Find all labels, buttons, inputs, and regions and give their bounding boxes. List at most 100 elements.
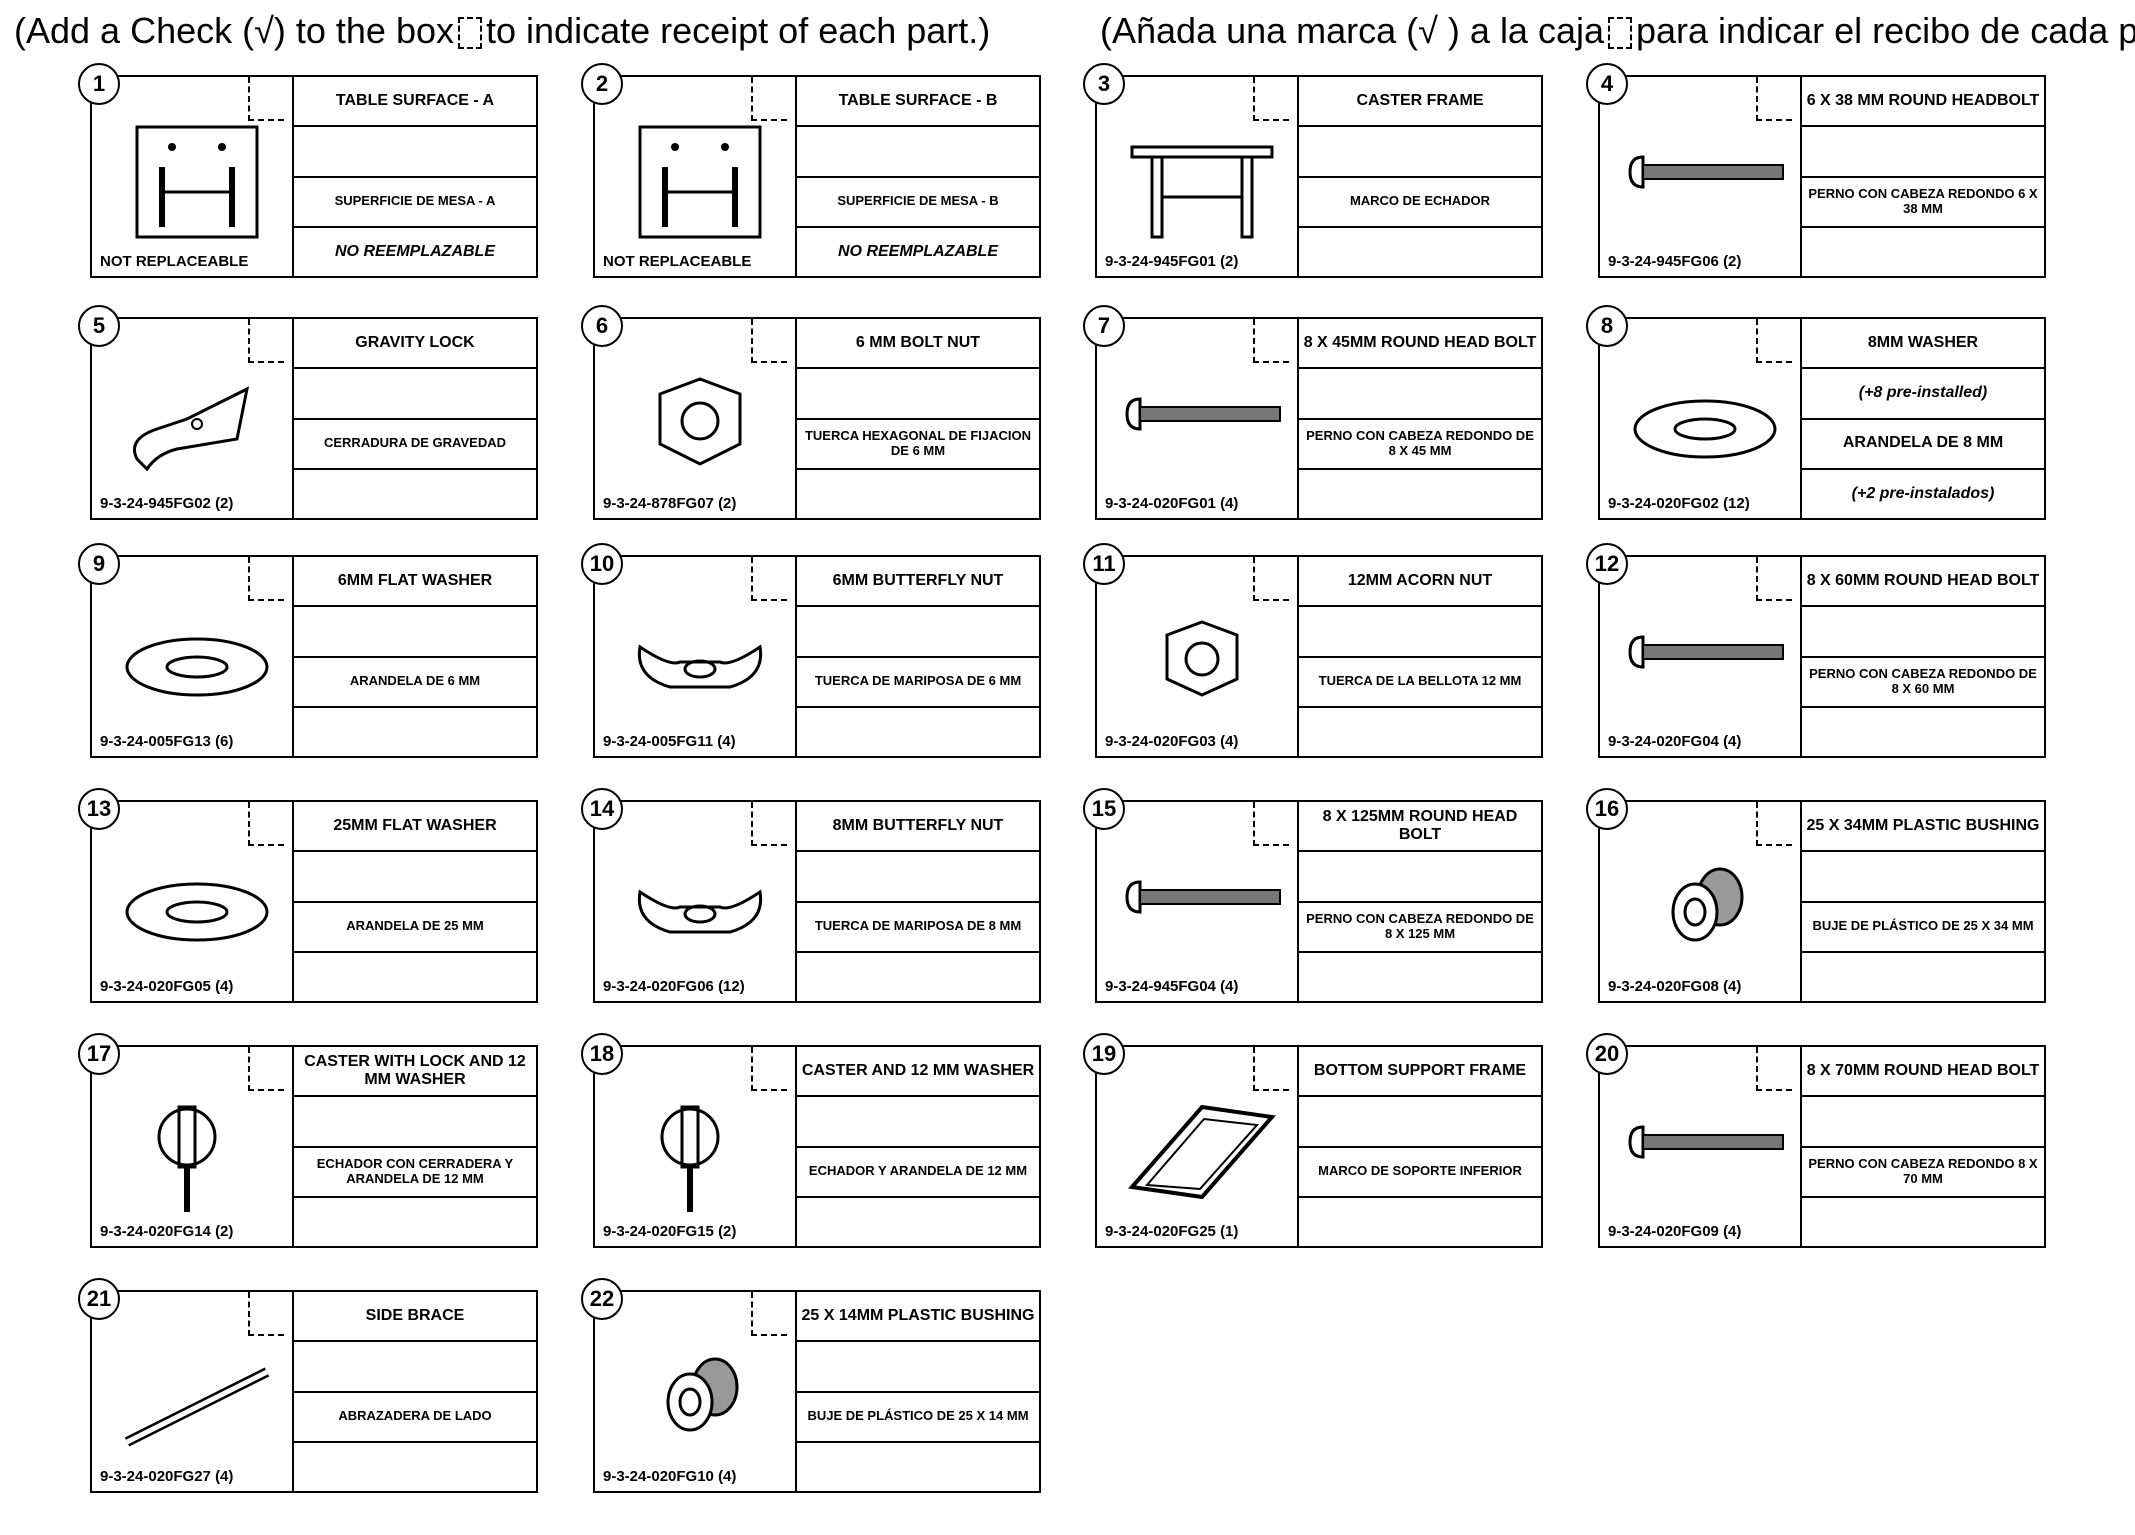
part-number: 21 [78, 1278, 120, 1320]
blank-cell [1299, 708, 1541, 756]
receipt-checkbox[interactable] [1253, 1047, 1289, 1091]
part-note: (+2 pre-instalados) [1851, 484, 1995, 502]
english-instruction-start: (Add a Check (√) [14, 10, 286, 51]
receipt-checkbox[interactable] [248, 557, 284, 601]
receipt-checkbox[interactable] [751, 1047, 787, 1091]
part-name-spanish: ABRAZADERA DE LADO [294, 1393, 536, 1443]
blank-cell [1299, 1198, 1541, 1246]
receipt-checkbox[interactable] [1253, 77, 1289, 121]
receipt-checkbox[interactable] [751, 77, 787, 121]
part-name-spanish: SUPERFICIE DE MESA - A [294, 178, 536, 228]
receipt-checkbox[interactable] [248, 1292, 284, 1336]
part-number: 9 [78, 543, 120, 585]
english-instruction-end: to indicate receipt of each part.) [486, 10, 991, 51]
part-code: 9-3-24-020FG10 (4) [603, 1468, 737, 1485]
receipt-checkbox[interactable] [1756, 802, 1792, 846]
receipt-checkbox[interactable] [751, 1292, 787, 1336]
blank-cell [294, 953, 536, 1001]
blank-cell [1802, 708, 2044, 756]
blank-cell [1802, 953, 2044, 1001]
receipt-checkbox[interactable] [248, 802, 284, 846]
part-name-spanish: BUJE DE PLÁSTICO DE 25 X 34 MM [1802, 903, 2044, 953]
spanish-instruction-end: para indicar el recibo de cada pieza.) [1636, 10, 2135, 51]
blank-cell [1802, 607, 2044, 658]
receipt-checkbox[interactable] [1756, 557, 1792, 601]
part-code: 9-3-24-878FG07 (2) [603, 495, 737, 512]
caster-frame-icon [1122, 127, 1282, 239]
receipt-checkbox[interactable] [751, 802, 787, 846]
blank-cell [294, 369, 536, 420]
caster-icon [620, 1097, 780, 1212]
part-code: 9-3-24-020FG09 (4) [1608, 1223, 1742, 1240]
part-code: 9-3-24-020FG05 (4) [100, 978, 234, 995]
receipt-checkbox[interactable] [248, 77, 284, 121]
bushing-icon [1625, 852, 1785, 962]
part-code: 9-3-24-020FG14 (2) [100, 1223, 234, 1240]
part-code: 9-3-24-020FG08 (4) [1608, 978, 1742, 995]
receipt-checkbox[interactable] [1756, 1047, 1792, 1091]
receipt-checkbox[interactable] [248, 1047, 284, 1091]
receipt-checkbox[interactable] [1253, 319, 1289, 363]
side-brace-icon [117, 1342, 277, 1452]
part-name-spanish: CERRADURA DE GRAVEDAD [294, 420, 536, 470]
part-illustration-panel: 20 9-3-24-020FG09 (4) [1586, 1033, 1800, 1246]
receipt-checkbox[interactable] [248, 319, 284, 363]
blank-cell [1299, 1097, 1541, 1148]
table-surface-icon [117, 125, 277, 239]
receipt-checkbox[interactable] [1756, 319, 1792, 363]
part-name-spanish: TUERCA DE MARIPOSA DE 8 MM [797, 903, 1039, 953]
part-name-english: 6 MM BOLT NUT [797, 319, 1039, 370]
part-name-english: 8 X 125MM ROUND HEAD BOLT [1299, 802, 1541, 853]
receipt-checkbox[interactable] [1253, 557, 1289, 601]
receipt-checkbox[interactable] [1253, 802, 1289, 846]
part-number: 19 [1083, 1033, 1125, 1075]
part-name-spanish: ARANDELA DE 25 MM [294, 903, 536, 953]
blank-cell [797, 607, 1039, 658]
table-surface-icon [620, 125, 780, 239]
part-code: 9-3-24-020FG01 (4) [1105, 495, 1239, 512]
part-name-spanish: PERNO CON CABEZA REDONDO 8 X 70 MM [1802, 1148, 2044, 1198]
receipt-checkbox[interactable] [1756, 77, 1792, 121]
check-box-sample [1608, 17, 1632, 50]
blank-cell [797, 1097, 1039, 1148]
blank-cell [1299, 470, 1541, 518]
receipt-checkbox[interactable] [751, 557, 787, 601]
part-number: 20 [1586, 1033, 1628, 1075]
part-name-spanish: MARCO DE SOPORTE INFERIOR [1299, 1148, 1541, 1198]
part-number: 7 [1083, 305, 1125, 347]
bolt-icon [1122, 369, 1282, 479]
part-number: 8 [1586, 305, 1628, 347]
blank-cell [1299, 607, 1541, 658]
blank-cell [797, 852, 1039, 903]
caster-icon [117, 1097, 277, 1212]
part-number: 1 [78, 63, 120, 105]
blank-cell [797, 127, 1039, 178]
part-name-english: 6MM FLAT WASHER [294, 557, 536, 608]
receipt-checkbox[interactable] [751, 319, 787, 363]
